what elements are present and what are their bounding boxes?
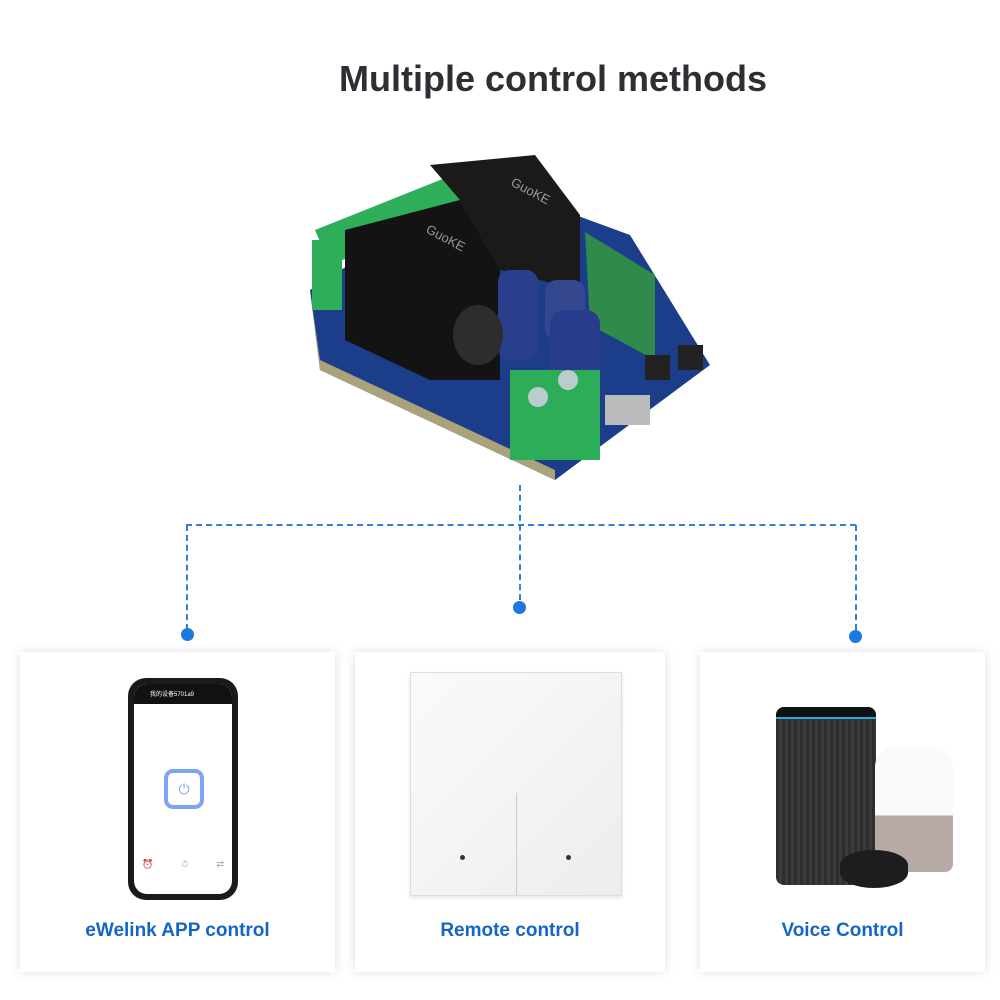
connector-line: [519, 485, 521, 600]
page-title: Multiple control methods: [339, 58, 767, 99]
connector-dot: [849, 630, 862, 643]
connector-line: [855, 525, 857, 630]
card-remote-control: Remote control: [355, 652, 665, 972]
smart-speaker-echo-dot-image: [840, 850, 908, 888]
card-voice-control: Voice Control: [700, 652, 985, 972]
connector-dot: [513, 601, 526, 614]
switch-indicator-right: [566, 855, 571, 860]
card-label: Remote control: [440, 920, 580, 941]
wall-switch-panel-image: [410, 672, 622, 896]
connector-dot: [181, 628, 194, 641]
relay-module-image: GuoKE GuoKE: [310, 155, 710, 480]
relay-2: [430, 155, 580, 290]
terminal-block: [510, 370, 600, 460]
phone-screen-title: 我的设备5701a9: [134, 684, 232, 704]
card-label: Voice Control: [781, 920, 904, 941]
phone-bottom-icons: ⏰⏱⇄: [142, 859, 224, 869]
power-button-icon: ⏻: [164, 769, 204, 809]
switch-indicator-left: [460, 855, 465, 860]
connector-line: [186, 524, 856, 526]
smartphone-image: 我的设备5701a9 ⏻ ⏰⏱⇄: [128, 678, 238, 900]
card-app-control: 我的设备5701a9 ⏻ ⏰⏱⇄ eWelink APP control: [20, 652, 335, 972]
connector-line: [186, 525, 188, 630]
card-label: eWelink APP control: [85, 920, 270, 941]
wifi-module: [585, 232, 655, 360]
